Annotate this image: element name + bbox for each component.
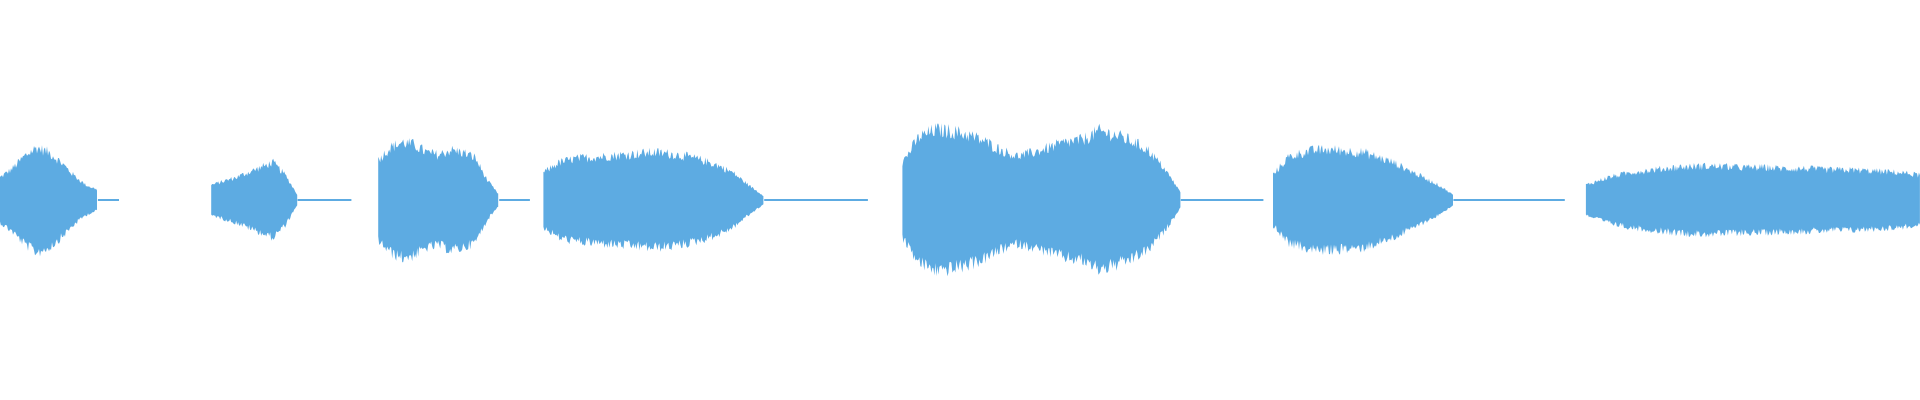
- waveform-segment-6: [1273, 144, 1453, 255]
- waveform-silence-4: [764, 199, 868, 201]
- waveform-segment-7: [1585, 162, 1920, 238]
- waveform-envelope: [902, 123, 1181, 277]
- waveform-envelope: [1585, 162, 1920, 238]
- waveform-envelope: [211, 158, 298, 241]
- waveform-segment-2: [211, 158, 298, 241]
- waveform-silence-6: [1453, 199, 1565, 201]
- waveform-segment-5: [902, 123, 1181, 277]
- waveform-segment-1: [0, 145, 97, 257]
- waveform-envelope: [543, 147, 764, 252]
- waveform-envelope: [378, 138, 499, 263]
- waveform-silence-5: [1180, 199, 1264, 201]
- waveform-silence-1: [97, 199, 119, 201]
- waveform-silence-2: [297, 199, 352, 201]
- waveform-silence-3: [499, 199, 530, 201]
- waveform-segment-4: [543, 147, 764, 252]
- waveform-envelope: [1273, 144, 1453, 255]
- waveform-envelope: [0, 145, 97, 257]
- waveform-segment-3: [378, 138, 499, 263]
